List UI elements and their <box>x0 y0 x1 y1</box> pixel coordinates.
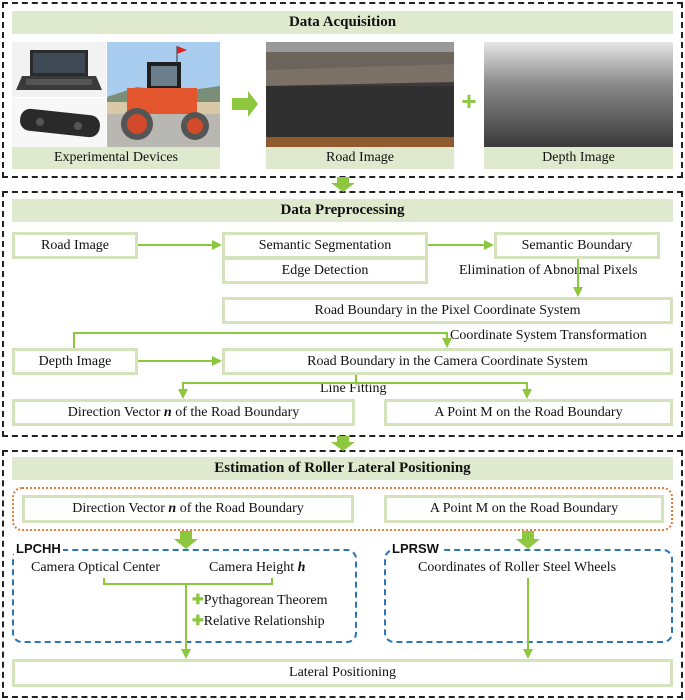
line-fitting-label: Line Fitting <box>320 381 387 396</box>
semantic-boundary-box: Semantic Boundary <box>494 232 660 259</box>
coordinate-transformation-label: Coordinate System Transformation <box>450 328 647 343</box>
pythagorean-text: Pythagorean Theorem <box>203 593 328 608</box>
pythagorean-label: ✚Pythagorean Theorem <box>192 591 328 609</box>
depth-image-caption: Depth Image <box>484 147 673 169</box>
plus-icon: ✚ <box>192 612 204 628</box>
prep-direction-prefix: Direction Vector <box>67 404 164 420</box>
estimation-section <box>2 450 683 698</box>
prep-direction-vector-box: Direction Vector n of the Road Boundary <box>12 399 355 426</box>
prep-depth-image-box: Depth Image <box>12 348 138 375</box>
est-point-m-box: A Point M on the Road Boundary <box>384 495 664 523</box>
section-arrow-1 <box>331 177 355 192</box>
data-acquisition-title: Data Acquisition <box>12 11 673 34</box>
experimental-devices-caption: Experimental Devices <box>12 147 220 169</box>
inputs-group-frame <box>12 487 673 531</box>
pixel-boundary-box: Road Boundary in the Pixel Coordinate Sy… <box>222 297 673 324</box>
roller-wheels-label: Coordinates of Roller Steel Wheels <box>418 560 617 575</box>
prep-direction-var: n <box>163 404 172 420</box>
depth-camera-photo <box>12 98 106 147</box>
relative-relationship-label: ✚Relative Relationship <box>192 612 325 630</box>
camera-height-label: Camera Height h <box>209 560 305 576</box>
prep-point-m-box: A Point M on the Road Boundary <box>384 399 673 426</box>
lprsw-tag: LPRSW <box>390 541 441 556</box>
prep-direction-suffix: of the Road Boundary <box>171 404 300 420</box>
lpchh-tag: LPCHH <box>14 541 63 556</box>
lateral-positioning-box: Lateral Positioning <box>12 659 673 687</box>
section-arrow-2 <box>331 436 355 451</box>
prep-road-image-box: Road Image <box>12 232 138 259</box>
lpchh-group-frame <box>12 549 357 643</box>
roller-photo <box>107 42 220 147</box>
estimation-title: Estimation of Roller Lateral Positioning <box>12 457 673 480</box>
camera-optical-center-label: Camera Optical Center <box>31 560 161 575</box>
laptop-photo <box>12 42 106 97</box>
est-direction-vector-box: Direction Vector n of the Road Boundary <box>22 495 354 523</box>
semantic-segmentation-box: Semantic Segmentation <box>222 232 428 259</box>
plus-sign: + <box>461 86 477 116</box>
road-image-photo <box>266 42 454 147</box>
data-preprocessing-title: Data Preprocessing <box>12 199 673 222</box>
depth-image-photo <box>484 42 673 147</box>
camera-height-var: h <box>297 560 306 575</box>
acquisition-arrow <box>232 91 258 117</box>
elimination-label: Elimination of Abnormal Pixels <box>459 263 638 278</box>
plus-icon: ✚ <box>192 591 204 607</box>
road-image-caption: Road Image <box>266 147 454 169</box>
estimation-arrow-left <box>174 531 198 549</box>
camera-height-prefix: Camera Height <box>209 560 298 575</box>
est-direction-prefix: Direction Vector <box>72 501 169 516</box>
edge-detection-box: Edge Detection <box>222 257 428 284</box>
camera-boundary-box: Road Boundary in the Camera Coordinate S… <box>222 348 673 375</box>
est-direction-suffix: of the Road Boundary <box>176 501 304 516</box>
relative-text: Relative Relationship <box>203 614 325 629</box>
est-direction-var: n <box>168 501 177 516</box>
estimation-arrow-right <box>516 531 540 549</box>
